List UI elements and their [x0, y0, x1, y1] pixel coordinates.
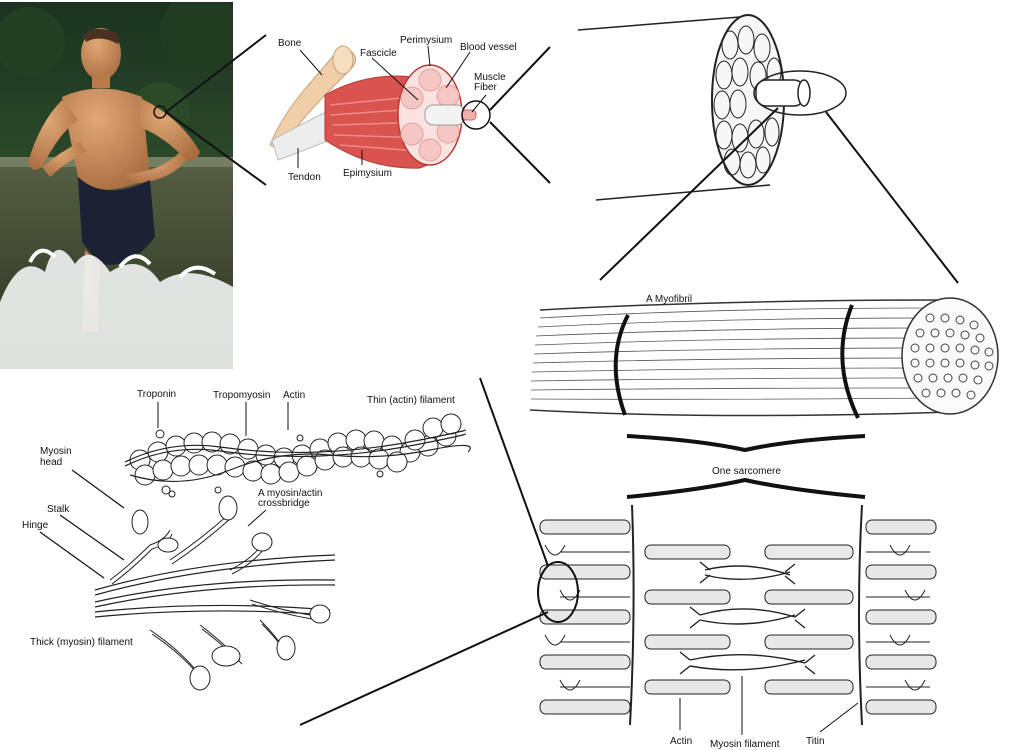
- brace-bottom: [626, 477, 866, 499]
- label-epimysium: Epimysium: [343, 168, 392, 179]
- label-myosin-head-line1: Myosin: [40, 446, 72, 457]
- label-thin-actin: Actin: [283, 390, 305, 401]
- label-sarcomere-actin: Actin: [670, 736, 692, 747]
- label-troponin: Troponin: [137, 389, 176, 400]
- label-bone: Bone: [278, 38, 302, 49]
- label-crossbridge-line1: A myosin/actin: [258, 488, 322, 499]
- label-titin: Titin: [806, 736, 825, 747]
- brace-top: [626, 434, 866, 453]
- label-myofibril: A Myofibril: [646, 294, 692, 305]
- thick-filament: [39, 469, 336, 691]
- label-myosin-head-line2: head: [40, 457, 62, 468]
- sarcomere: [537, 504, 937, 726]
- label-fascicle: Fascicle: [360, 48, 397, 59]
- label-myosin-filament: Myosin filament: [710, 739, 780, 750]
- label-crossbridge: A myosin/actin crossbridge: [258, 488, 325, 509]
- label-tendon: Tendon: [288, 172, 321, 183]
- muscle-anatomy: [269, 45, 491, 169]
- leader-titin: [819, 702, 859, 733]
- runner-photo: [0, 2, 233, 369]
- label-muscle-fiber: Muscle Fiber: [474, 72, 508, 93]
- label-thick-filament: Thick (myosin) filament: [30, 637, 133, 648]
- label-stalk: Stalk: [47, 504, 70, 515]
- label-blood-vessel: Blood vessel: [460, 42, 517, 53]
- label-hinge: Hinge: [22, 520, 49, 531]
- label-myosin-head: Myosin head: [40, 446, 74, 468]
- label-muscle-fiber-line2: Fiber: [474, 82, 497, 93]
- label-perimysium: Perimysium: [400, 35, 452, 46]
- label-tropomyosin: Tropomyosin: [213, 390, 270, 401]
- fiber-bundle: [577, 14, 847, 201]
- myofibril: [529, 297, 999, 419]
- zoom-line: [165, 111, 267, 186]
- label-thin-filament: Thin (actin) filament: [367, 395, 455, 406]
- label-muscle-fiber-line1: Muscle: [474, 72, 506, 83]
- zoom-line: [165, 34, 267, 113]
- label-crossbridge-line2: crossbridge: [258, 498, 310, 509]
- label-one-sarcomere: One sarcomere: [712, 466, 781, 477]
- thin-filament: [124, 402, 471, 498]
